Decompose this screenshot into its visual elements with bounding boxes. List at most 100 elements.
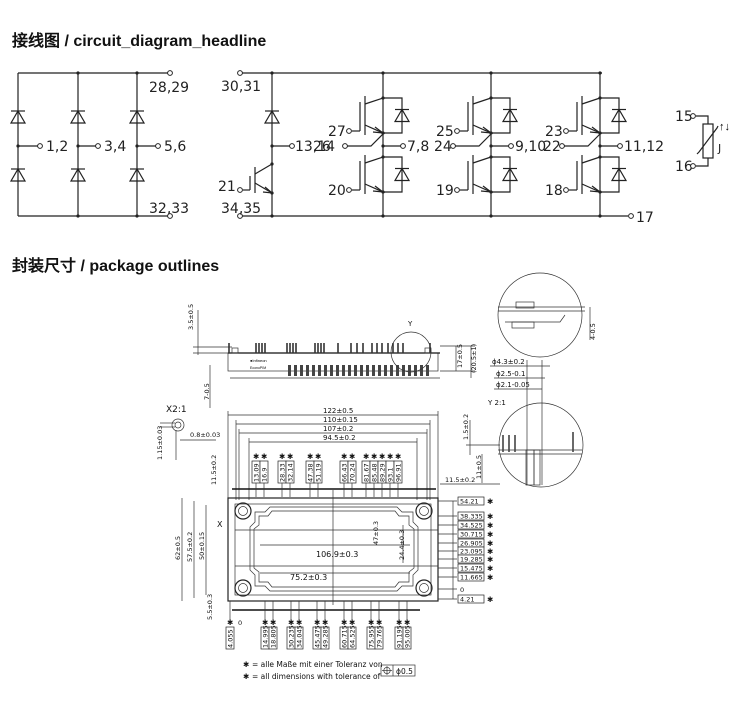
pin-y-label: 23.095 — [460, 548, 483, 556]
brake-gate-label: 21 — [218, 179, 236, 195]
brake-output-label: 13,14 — [295, 139, 335, 155]
svg-text:✱: ✱ — [341, 452, 347, 461]
detail-x-view: X2:1 0.8±0.03 1.15±0.03 — [156, 405, 220, 460]
package-side-view: 3.5±0.5 ●Infineon EconoPIM Y 17±0.5 (20.… — [187, 304, 478, 408]
svg-text:✱: ✱ — [487, 497, 493, 506]
svg-text:✱: ✱ — [395, 452, 401, 461]
svg-text:✱: ✱ — [379, 452, 385, 461]
pin-position-top: ✱ 93.1 — [385, 452, 395, 497]
pin-position-right: 30.715✱ — [438, 529, 493, 539]
econopim-marking: EconoPIM — [250, 366, 266, 370]
dim-label: 17±0.5 — [456, 344, 464, 368]
pin-y-label: 54.21 — [460, 498, 479, 506]
pin-y-label: 11.665 — [460, 574, 483, 582]
svg-text:✱: ✱ — [314, 618, 320, 627]
pin-x-label: 79.765 — [376, 625, 384, 648]
svg-text:✱: ✱ — [487, 595, 493, 604]
svg-text:0: 0 — [460, 586, 464, 594]
ntc-symbol-label: J — [717, 142, 721, 155]
side-pin-base — [372, 365, 375, 376]
dim-label: 50±0.15 — [198, 532, 206, 560]
pin-x-label: 49.285 — [322, 625, 330, 648]
dim-label: 47±0.3 — [372, 521, 380, 545]
pin-position-top: ✱66.43 — [339, 452, 349, 497]
side-pin-base — [384, 365, 387, 376]
dim-label: 4-0.5 — [589, 323, 597, 340]
pin-x-label: 93.1 — [387, 468, 395, 482]
low-side-igbt: 18 — [545, 155, 627, 199]
hole-dim-label: ϕ2.1-0.05 — [496, 381, 530, 389]
side-pin-base — [420, 365, 423, 376]
high-side-igbt: 27 — [328, 96, 410, 140]
brake-bottom-label: 34,35 — [221, 201, 261, 217]
pin-position-top: ✱ 81.67 — [361, 452, 371, 497]
side-pin-base — [336, 365, 339, 376]
phase-output-label: 9,10 — [515, 139, 546, 155]
svg-text:✱: ✱ — [315, 452, 321, 461]
pin-position-top: ✱89.29 — [377, 452, 387, 497]
width-dim-label: 122±0.5 — [323, 407, 353, 415]
side-pin-base — [390, 365, 393, 376]
side-pin-base — [324, 365, 327, 376]
side-pin-base — [426, 365, 429, 376]
high-side-igbt: 25 — [436, 96, 518, 140]
hole-dim-label: ϕ4.3±0.2 — [492, 358, 525, 366]
ntc-pin-label: 15 — [675, 109, 693, 125]
side-pin-base — [414, 365, 417, 376]
svg-text:✱: ✱ — [296, 618, 302, 627]
pin-x-label: 91.195 — [396, 625, 404, 648]
dim-label: 1.15±0.03 — [156, 426, 164, 460]
svg-text:✱: ✱ — [363, 452, 369, 461]
pin-x-label: 14.995 — [262, 625, 270, 648]
package-outlines-heading: 封装尺寸 / package outlines — [12, 258, 220, 275]
pin-y-label: 34.525 — [460, 522, 483, 530]
pin-position-right: 19.285✱ — [438, 554, 493, 564]
svg-text:✱: ✱ — [227, 618, 233, 627]
pin-position-right: 34.525✱ — [438, 520, 493, 530]
brand-marking: ●Infineon — [250, 358, 267, 363]
pin-position-bottom: ✱60.715 — [339, 601, 349, 650]
rectifier-ac-label: 5,6 — [164, 139, 186, 155]
mounting-hole — [234, 502, 433, 597]
svg-text:✱: ✱ — [307, 452, 313, 461]
pin-position-bottom: ✱4.055 — [225, 601, 235, 650]
pin-position-top: ✱ 16.9 — [259, 452, 269, 497]
emitter-sense-label: 22 — [543, 139, 561, 155]
pin-position-top: ✱51.19 — [313, 452, 323, 497]
svg-text:✱: ✱ — [487, 530, 493, 539]
svg-text:✱: ✱ — [349, 618, 355, 627]
side-pin-base — [348, 365, 351, 376]
pin-x-label: 81.67 — [363, 463, 371, 482]
rectifier-bottom-label: 32,33 — [149, 201, 189, 217]
phase-output-label: 7,8 — [407, 139, 429, 155]
pin-x-label: 18.805 — [270, 625, 278, 648]
pin-position-right: 11.665✱ — [438, 572, 493, 582]
pin-position-bottom: ✱91.195 — [394, 601, 404, 650]
side-pin-base — [342, 365, 345, 376]
svg-text:✱: ✱ — [349, 452, 355, 461]
dim-label: 24.4±0.3 — [398, 530, 406, 560]
temperature-arrows-icon: ↑↓ — [719, 121, 730, 133]
pin-position-top: ✱28.33 — [277, 452, 287, 497]
origin-label: 0 — [238, 619, 242, 627]
svg-text:✱: ✱ — [487, 539, 493, 548]
side-pin-base — [318, 365, 321, 376]
side-pin-base — [366, 365, 369, 376]
pin-position-bottom: ✱30.235 — [286, 601, 296, 650]
pin-position-bottom: ✱49.285 — [320, 601, 330, 650]
pin-x-label: 13.09 — [253, 463, 261, 482]
pin-x-label: 16.9 — [261, 468, 269, 482]
pin-x-label: 30.235 — [288, 625, 296, 648]
rectifier-bridge: 28,29 32,33 1,2 3,4 5,6 — [10, 70, 189, 219]
svg-text:✱: ✱ — [270, 618, 276, 627]
pin-x-label: 75.955 — [368, 625, 376, 648]
svg-text:✱: ✱ — [487, 555, 493, 564]
low-side-igbt: 20 — [328, 155, 410, 199]
inverter-circuit: 30,31 34,35 17 13,14 21 — [218, 70, 654, 226]
svg-text:✱: ✱ — [396, 618, 402, 627]
dim-label: 0.8±0.03 — [190, 431, 220, 439]
svg-text:✱: ✱ — [261, 452, 267, 461]
side-pin-base — [312, 365, 315, 376]
svg-text:✱: ✱ — [387, 452, 393, 461]
